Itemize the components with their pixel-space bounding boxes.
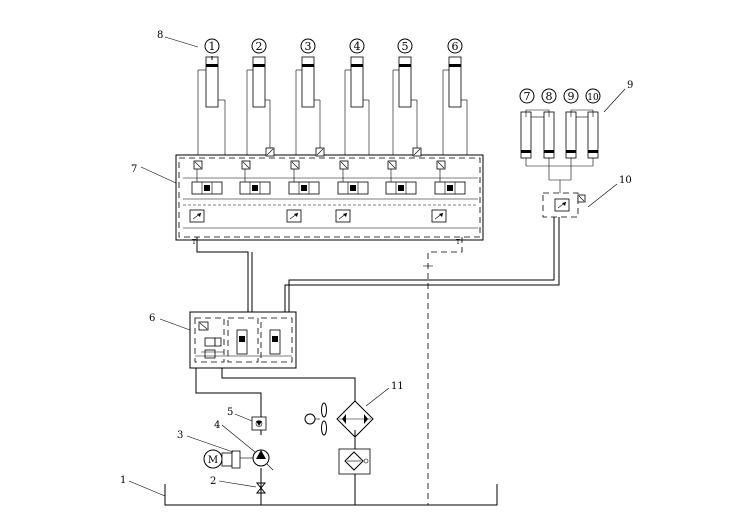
cylinder-number: 5 [402, 40, 409, 53]
callout-2: 2 [210, 476, 216, 487]
pressure-valve-row [189, 209, 447, 223]
callout-8: 8 [157, 30, 163, 41]
return-filter [338, 448, 371, 475]
manifold-internal-lines [183, 169, 478, 229]
aux-cylinder-8: 8 [541, 88, 557, 159]
directional-valve-row [191, 181, 466, 195]
pump [252, 449, 274, 471]
reservoir [164, 484, 498, 506]
aux-cylinder-7: 7 [519, 88, 535, 159]
callout-6: 6 [149, 313, 155, 324]
aux-cylinder-9: 9 [563, 88, 579, 159]
cylinder-number: 6 [452, 40, 459, 53]
cylinder-4: 4 [344, 38, 370, 155]
callout-1: 1 [120, 475, 126, 486]
cylinder-number: 10 [587, 93, 599, 103]
cylinder-number: 8 [546, 90, 553, 103]
cylinder-6: 6 [442, 38, 468, 155]
control-valve-block [189, 311, 297, 369]
callout-5: 5 [227, 407, 233, 418]
cylinder-valve-manifold: T T [175, 147, 484, 246]
cooler [304, 400, 374, 438]
cylinder-number: 9 [568, 90, 575, 103]
filter [251, 416, 267, 431]
aux-cylinder-10: 10 [585, 88, 601, 159]
isolation-valve [255, 482, 267, 494]
cylinder-number: 7 [524, 90, 531, 103]
auxiliary-cylinder-group: 7 8 9 10 [519, 88, 601, 193]
callout-10: 10 [619, 175, 632, 186]
auxiliary-valve [542, 192, 586, 218]
cylinder-number: 4 [354, 40, 361, 53]
motor-label: M [208, 455, 218, 466]
coupling [221, 450, 253, 469]
callout-11: 11 [391, 381, 404, 392]
callout-3: 3 [177, 430, 183, 441]
motor: M [203, 449, 223, 469]
manifold-bottom-labels: T T [192, 239, 460, 246]
cylinder-3: 3 [295, 38, 321, 155]
main-cylinder-group: 1 2 3 [197, 38, 468, 155]
cylinder-5: 5 [392, 38, 418, 155]
cylinder-number: 3 [305, 40, 312, 53]
cylinder-number: 1 [209, 40, 216, 53]
callout-4: 4 [214, 420, 220, 431]
port-plugs [193, 147, 446, 170]
port-label-t: T [456, 239, 460, 246]
cylinder-number: 2 [256, 40, 263, 53]
callouts: 8 7 9 10 6 11 5 4 3 2 1 [120, 30, 633, 497]
callout-9: 9 [627, 80, 633, 91]
cylinder-2: 2 [246, 38, 271, 155]
callout-7: 7 [131, 164, 137, 175]
port-label-t: T [192, 239, 196, 246]
cylinder-1: 1 [197, 38, 226, 155]
